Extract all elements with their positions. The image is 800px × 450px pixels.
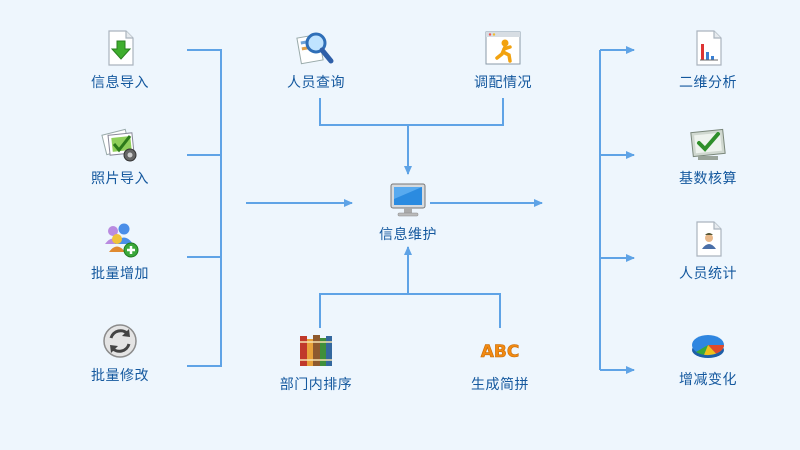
bar-chart-doc-icon xyxy=(696,30,722,66)
info-maintenance-label: 信息维护 xyxy=(379,227,437,243)
info-import-button[interactable]: 信息导入 xyxy=(72,28,168,92)
batch-modify-label: 批量修改 xyxy=(91,368,149,384)
books-icon xyxy=(300,335,332,366)
transfer-status-button[interactable]: 调配情况 xyxy=(455,28,551,92)
transfer-status-label: 调配情况 xyxy=(474,75,532,91)
dept-sort-button[interactable]: 部门内排序 xyxy=(268,330,364,394)
base-accounting-button[interactable]: 基数核算 xyxy=(660,124,756,188)
info-import-label: 信息导入 xyxy=(91,75,149,91)
pinyin-abbr-label: 生成简拼 xyxy=(471,377,529,393)
magnifier-icon xyxy=(296,32,334,65)
pie-chart-icon xyxy=(692,335,724,358)
svg-text:ABC: ABC xyxy=(481,342,520,362)
two-dim-analysis-button[interactable]: 二维分析 xyxy=(660,28,756,92)
batch-modify-button[interactable]: 批量修改 xyxy=(72,321,168,385)
batch-add-users-icon xyxy=(105,223,139,258)
change-trend-button[interactable]: 增减变化 xyxy=(660,325,756,389)
person-stats-button[interactable]: 人员统计 xyxy=(660,219,756,283)
abc-icon: ABC xyxy=(480,342,520,363)
refresh-icon xyxy=(103,324,137,358)
monitor-icon xyxy=(390,183,426,217)
import-arrow-icon xyxy=(108,30,134,66)
check-board-icon xyxy=(690,128,726,160)
transfer-person-icon xyxy=(485,31,521,65)
pinyin-abbr-button[interactable]: ABC 生成简拼 xyxy=(452,330,548,394)
photo-import-icon xyxy=(101,128,137,162)
batch-add-label: 批量增加 xyxy=(91,266,149,282)
two-dim-analysis-label: 二维分析 xyxy=(679,75,737,91)
photo-import-button[interactable]: 照片导入 xyxy=(72,124,168,188)
person-doc-icon xyxy=(696,221,722,257)
batch-add-button[interactable]: 批量增加 xyxy=(72,219,168,283)
photo-import-label: 照片导入 xyxy=(91,171,149,187)
dept-sort-label: 部门内排序 xyxy=(279,377,353,393)
person-stats-label: 人员统计 xyxy=(679,266,737,282)
base-accounting-label: 基数核算 xyxy=(679,171,737,187)
person-query-button[interactable]: 人员查询 xyxy=(268,28,364,92)
change-trend-label: 增减变化 xyxy=(679,372,737,388)
person-query-label: 人员查询 xyxy=(287,75,345,91)
info-maintenance-button[interactable]: 信息维护 xyxy=(360,180,456,244)
